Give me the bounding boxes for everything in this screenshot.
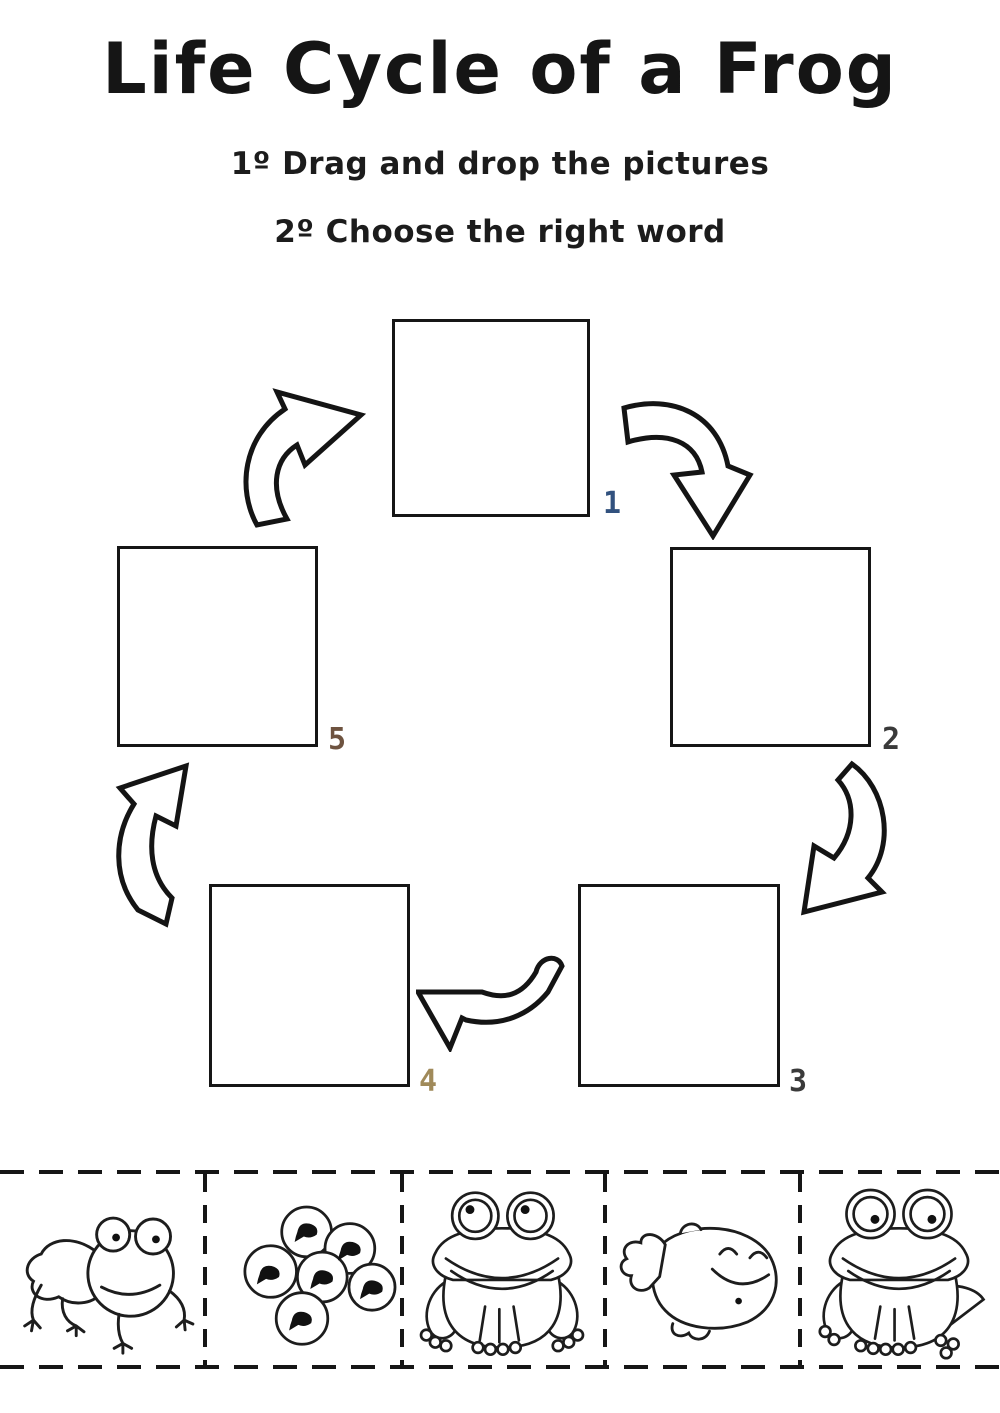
instruction-line-1: 1º Drag and drop the pictures bbox=[230, 146, 770, 182]
cut-line-bottom bbox=[0, 1365, 1000, 1369]
piece-crawling-frog[interactable] bbox=[0, 1180, 203, 1362]
drop-square-5[interactable] bbox=[117, 546, 318, 747]
arrow-1-to-2 bbox=[621, 401, 754, 540]
arrow-5-to-1 bbox=[243, 388, 367, 528]
cut-line-separator-3 bbox=[603, 1174, 607, 1366]
arrow-4-to-5 bbox=[115, 762, 190, 928]
piece-sitting-frog[interactable] bbox=[400, 1180, 603, 1362]
piece-frogspawn[interactable] bbox=[203, 1180, 400, 1362]
arrow-2-to-3 bbox=[800, 760, 887, 916]
cut-line-separator-1 bbox=[203, 1174, 207, 1366]
sitting-frog-icon bbox=[419, 1191, 584, 1356]
square-number-label-5: 5 bbox=[328, 722, 347, 757]
square-number-label-4: 4 bbox=[419, 1064, 438, 1099]
arrow-3-to-4 bbox=[416, 955, 565, 1052]
cut-line-top bbox=[0, 1170, 1000, 1174]
cut-line-separator-4 bbox=[798, 1174, 802, 1366]
drop-square-1[interactable] bbox=[392, 319, 590, 517]
drop-square-2[interactable] bbox=[670, 547, 871, 747]
drop-square-4[interactable] bbox=[209, 884, 410, 1087]
frogspawn-icon bbox=[243, 1205, 396, 1346]
instruction-line-2: 2º Choose the right word bbox=[274, 214, 726, 250]
piece-froglet[interactable] bbox=[798, 1180, 1000, 1362]
tadpole-icon bbox=[619, 1222, 778, 1341]
crawling-frog-icon bbox=[23, 1216, 195, 1355]
cut-line-separator-2 bbox=[400, 1174, 404, 1366]
drop-square-3[interactable] bbox=[578, 884, 780, 1087]
piece-tadpole[interactable] bbox=[603, 1180, 798, 1362]
worksheet-title: Life Cycle of a Frog bbox=[102, 28, 898, 110]
square-number-label-2: 2 bbox=[882, 722, 901, 757]
square-number-label-1: 1 bbox=[603, 486, 622, 521]
froglet-icon bbox=[818, 1188, 986, 1360]
square-number-label-3: 3 bbox=[789, 1064, 808, 1099]
